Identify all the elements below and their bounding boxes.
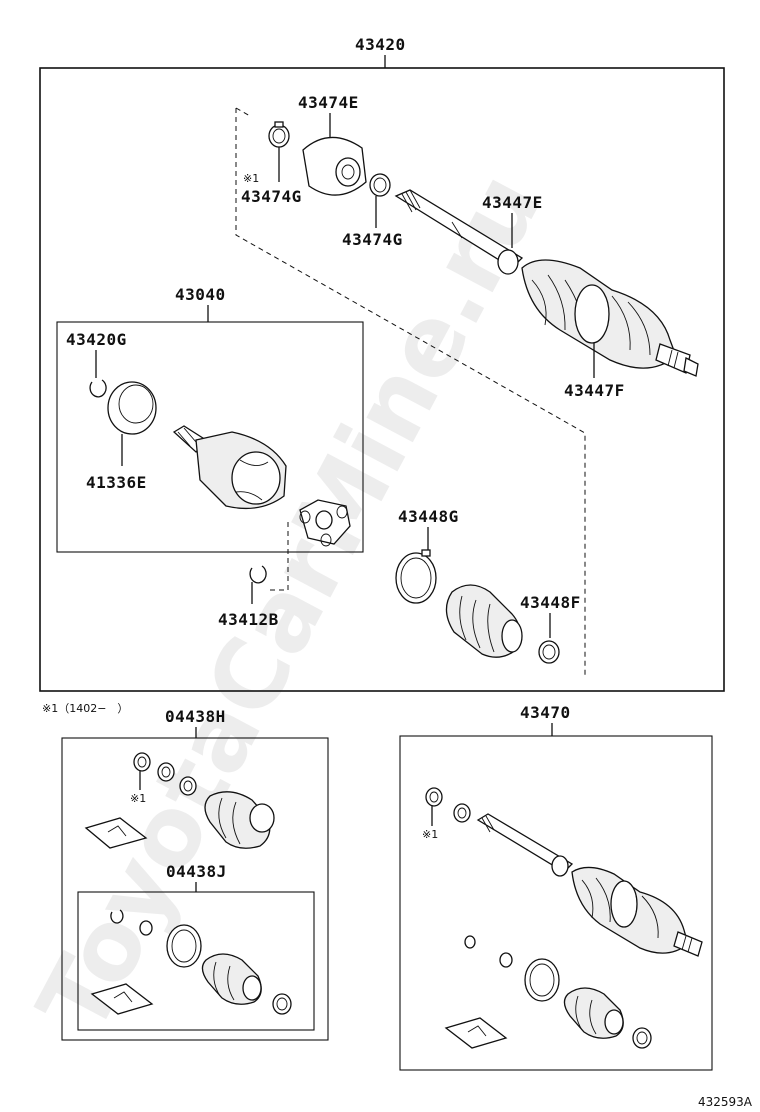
label-43420[interactable]: 43420 [355,35,406,54]
clamp-43474G-a [268,121,290,148]
assy-grease-pack [444,1017,508,1049]
clamp-43448G [395,549,437,604]
tripod-joint [299,499,351,547]
kit-j-boot [201,953,262,1005]
kit-j-snap-ring-a [110,909,124,924]
assy-clamp-small [632,1027,652,1049]
clamp-43448F [538,640,560,664]
kit-h-clamp-large [179,776,197,796]
label-43448G[interactable]: 43448G [398,507,459,526]
label-43474G-b[interactable]: 43474G [342,230,403,249]
kit-h-grease-pack [84,817,148,849]
inner-joint-housing [172,425,287,510]
boot-kit-04438H-frame [61,737,329,1041]
inner-boot [445,584,523,658]
label-43448F[interactable]: 43448F [520,593,581,612]
kit-j-clamp-small [272,993,292,1015]
label-43420G[interactable]: 43420G [66,330,127,349]
label-43040[interactable]: 43040 [175,285,226,304]
cover-43474E [302,136,367,196]
outer-joint-shaft [394,189,699,377]
assy-snap-ring-b [499,952,513,968]
label-43474G-a[interactable]: 43474G [241,187,302,206]
label-43470[interactable]: 43470 [520,703,571,722]
kit-h-boot [204,791,275,849]
assy-clamp-a [425,787,443,807]
kit-j-clamp [166,924,202,968]
clamp-43474G-b [369,173,391,197]
label-43447F[interactable]: 43447F [564,381,625,400]
label-04438J[interactable]: 04438J [166,862,227,881]
kit-j-grease-pack [90,983,154,1015]
kit-h-clamp-mid [157,762,175,782]
shaft-assy-43470-frame [399,735,713,1071]
label-04438H[interactable]: 04438H [165,707,226,726]
boot-kit-04438J-frame [77,891,315,1031]
label-41336E[interactable]: 41336E [86,473,147,492]
bearing-41336E [107,381,157,435]
assy-clamp-b [453,803,471,823]
ref-mark-2: ※1 [130,792,146,805]
kit-j-snap-ring-b [139,920,153,936]
label-43412B[interactable]: 43412B [218,610,279,629]
kit-h-clamp-small [133,752,151,772]
main-assembly-frame [39,67,725,692]
diagram-id: 432593A [698,1095,753,1109]
assy-drive-shaft [476,813,703,957]
footnote: ※1（1402− ） [42,702,128,715]
snap-ring-43412B [249,565,267,584]
ref-mark-1: ※1 [243,172,259,185]
ref-mark-3: ※1 [422,828,438,841]
label-43447E[interactable]: 43447E [482,193,543,212]
assy-clamp-large [524,958,560,1002]
label-43474E[interactable]: 43474E [298,93,359,112]
assy-snap-ring-a [464,935,476,949]
snap-ring-43420G [89,379,107,398]
inner-joint-frame [56,321,364,553]
assy-boot [563,987,624,1039]
